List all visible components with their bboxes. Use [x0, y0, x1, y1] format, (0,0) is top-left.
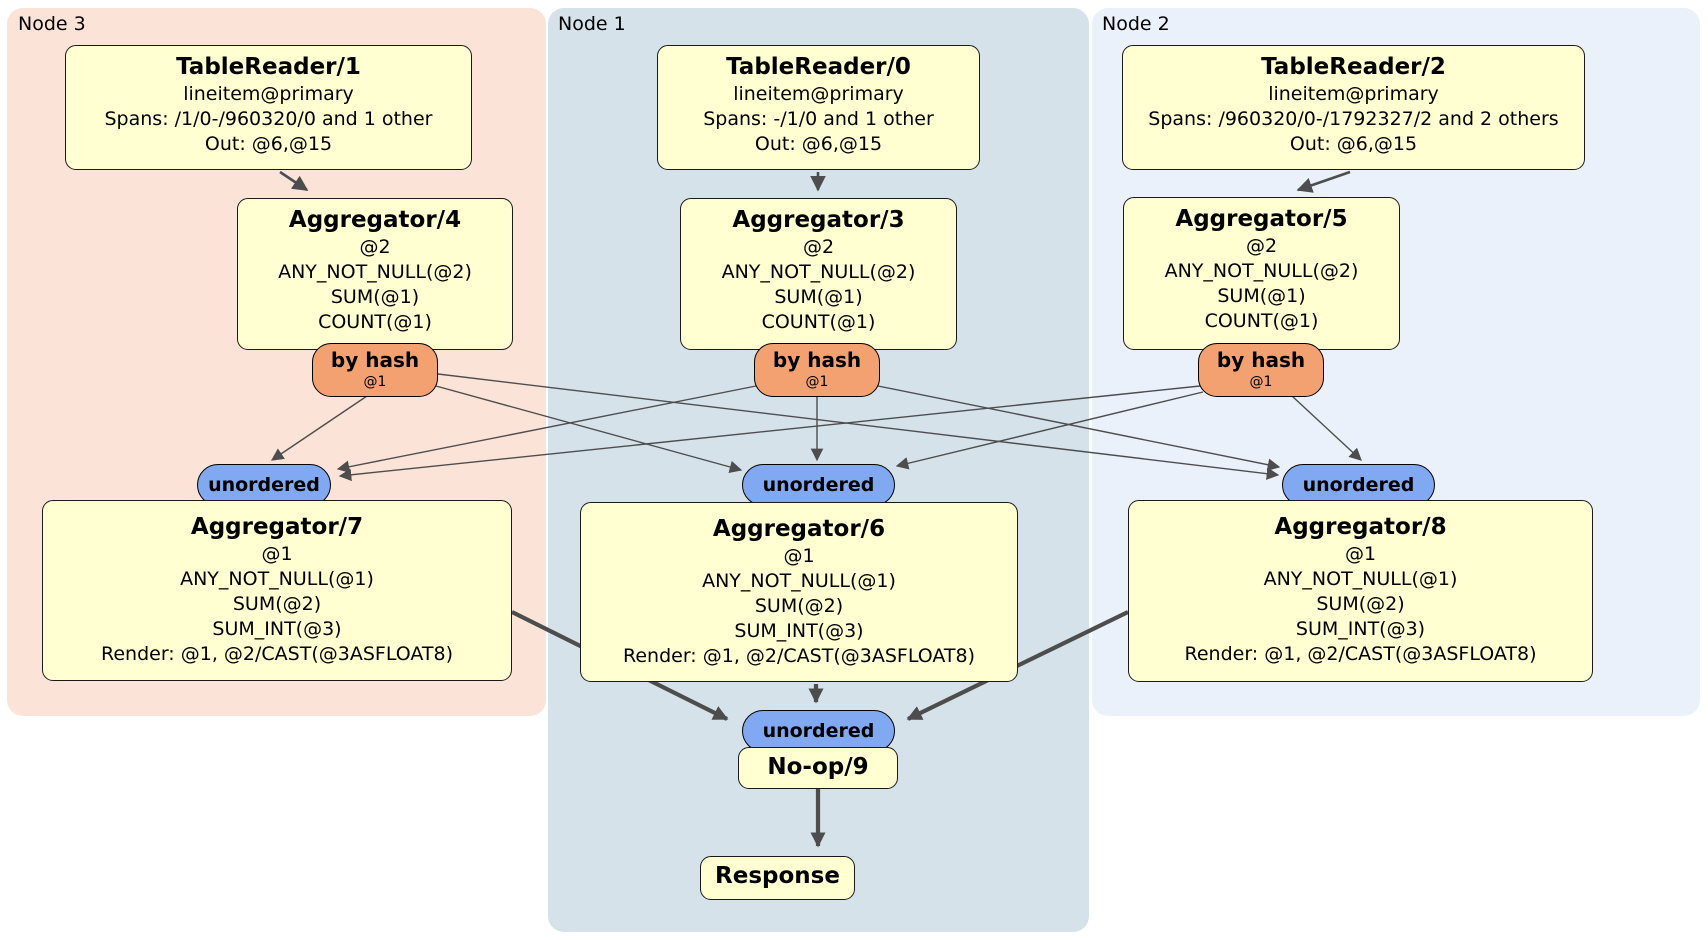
tablereader-2-box: TableReader/2 lineitem@primary Spans: /9… — [1122, 45, 1585, 170]
router-by-hash-node2: by hash @1 — [1198, 343, 1324, 397]
processor-detail: ANY_NOT_NULL(@1) — [1263, 568, 1458, 590]
processor-detail: ANY_NOT_NULL(@2) — [278, 261, 472, 283]
processor-detail: Out: @6,@15 — [204, 133, 333, 155]
processor-title: Aggregator/4 — [288, 207, 462, 233]
processor-detail: Spans: /1/0-/960320/0 and 1 other — [104, 108, 433, 130]
noop-9-box: No-op/9 — [738, 747, 898, 789]
processor-detail: COUNT(@1) — [318, 311, 432, 333]
aggregator-3-box: Aggregator/3 @2 ANY_NOT_NULL(@2) SUM(@1)… — [680, 198, 957, 350]
processor-detail: @2 — [1245, 235, 1278, 257]
processor-detail: Render: @1, @2/CAST(@3ASFLOAT8) — [623, 645, 975, 667]
processor-detail: SUM_INT(@3) — [734, 620, 864, 642]
router-detail: @1 — [805, 374, 829, 390]
processor-title: Aggregator/8 — [1274, 514, 1447, 540]
processor-detail: @1 — [261, 543, 293, 565]
router-detail: @1 — [363, 374, 387, 390]
stream-unordered-node1: unordered — [742, 464, 895, 506]
processor-title: Response — [715, 863, 840, 889]
tablereader-1-box: TableReader/1 lineitem@primary Spans: /1… — [65, 45, 472, 170]
processor-title: TableReader/1 — [176, 54, 361, 80]
processor-detail: SUM(@2) — [232, 593, 322, 615]
router-label: by hash — [1216, 348, 1306, 372]
processor-detail: COUNT(@1) — [761, 311, 876, 333]
stream-unordered-final: unordered — [742, 710, 895, 752]
processor-detail: ANY_NOT_NULL(@1) — [180, 568, 374, 590]
processor-detail: SUM_INT(@3) — [1295, 618, 1426, 640]
stream-unordered-node2: unordered — [1282, 464, 1435, 506]
processor-detail: Render: @1, @2/CAST(@3ASFLOAT8) — [101, 643, 453, 665]
processor-detail: SUM(@1) — [330, 286, 420, 308]
aggregator-4-box: Aggregator/4 @2 ANY_NOT_NULL(@2) SUM(@1)… — [237, 198, 513, 350]
processor-detail: SUM(@1) — [774, 286, 863, 308]
processor-detail: lineitem@primary — [1268, 83, 1439, 105]
region-label-node1: Node 1 — [558, 13, 626, 35]
processor-detail: Out: @6,@15 — [754, 133, 883, 155]
processor-title: Aggregator/7 — [190, 514, 364, 540]
processor-detail: lineitem@primary — [733, 83, 904, 105]
processor-detail: @1 — [783, 545, 815, 567]
processor-detail: Spans: -/1/0 and 1 other — [703, 108, 934, 130]
processor-detail: SUM(@1) — [1217, 285, 1306, 307]
processor-title: No-op/9 — [767, 754, 869, 780]
processor-detail: SUM(@2) — [754, 595, 844, 617]
processor-detail: Out: @6,@15 — [1289, 133, 1418, 155]
processor-detail: ANY_NOT_NULL(@1) — [702, 570, 896, 592]
processor-detail: Spans: /960320/0-/1792327/2 and 2 others — [1148, 108, 1559, 130]
aggregator-5-box: Aggregator/5 @2 ANY_NOT_NULL(@2) SUM(@1)… — [1123, 197, 1400, 350]
router-label: by hash — [330, 348, 420, 372]
processor-title: TableReader/0 — [726, 54, 911, 80]
router-by-hash-node3: by hash @1 — [312, 343, 438, 397]
router-label: by hash — [772, 348, 862, 372]
region-label-node2: Node 2 — [1102, 13, 1170, 35]
router-by-hash-node1: by hash @1 — [754, 343, 880, 397]
processor-title: Aggregator/3 — [732, 207, 905, 233]
processor-title: Aggregator/6 — [712, 516, 886, 542]
processor-detail: lineitem@primary — [183, 83, 354, 105]
processor-detail: Render: @1, @2/CAST(@3ASFLOAT8) — [1184, 643, 1537, 665]
router-detail: @1 — [1249, 374, 1273, 390]
processor-detail: ANY_NOT_NULL(@2) — [1164, 260, 1359, 282]
processor-detail: SUM_INT(@3) — [212, 618, 342, 640]
processor-detail: ANY_NOT_NULL(@2) — [721, 261, 916, 283]
response-box: Response — [700, 856, 855, 900]
tablereader-0-box: TableReader/0 lineitem@primary Spans: -/… — [657, 45, 980, 170]
processor-detail: @2 — [802, 236, 835, 258]
processor-title: Aggregator/5 — [1175, 206, 1348, 232]
region-label-node3: Node 3 — [18, 13, 86, 35]
processor-detail: @1 — [1344, 543, 1377, 565]
processor-detail: @2 — [359, 236, 391, 258]
aggregator-7-box: Aggregator/7 @1 ANY_NOT_NULL(@1) SUM(@2)… — [42, 500, 512, 681]
aggregator-8-box: Aggregator/8 @1 ANY_NOT_NULL(@1) SUM(@2)… — [1128, 500, 1593, 682]
processor-detail: COUNT(@1) — [1204, 310, 1319, 332]
aggregator-6-box: Aggregator/6 @1 ANY_NOT_NULL(@1) SUM(@2)… — [580, 502, 1018, 682]
processor-title: TableReader/2 — [1261, 54, 1446, 80]
processor-detail: SUM(@2) — [1316, 593, 1405, 615]
